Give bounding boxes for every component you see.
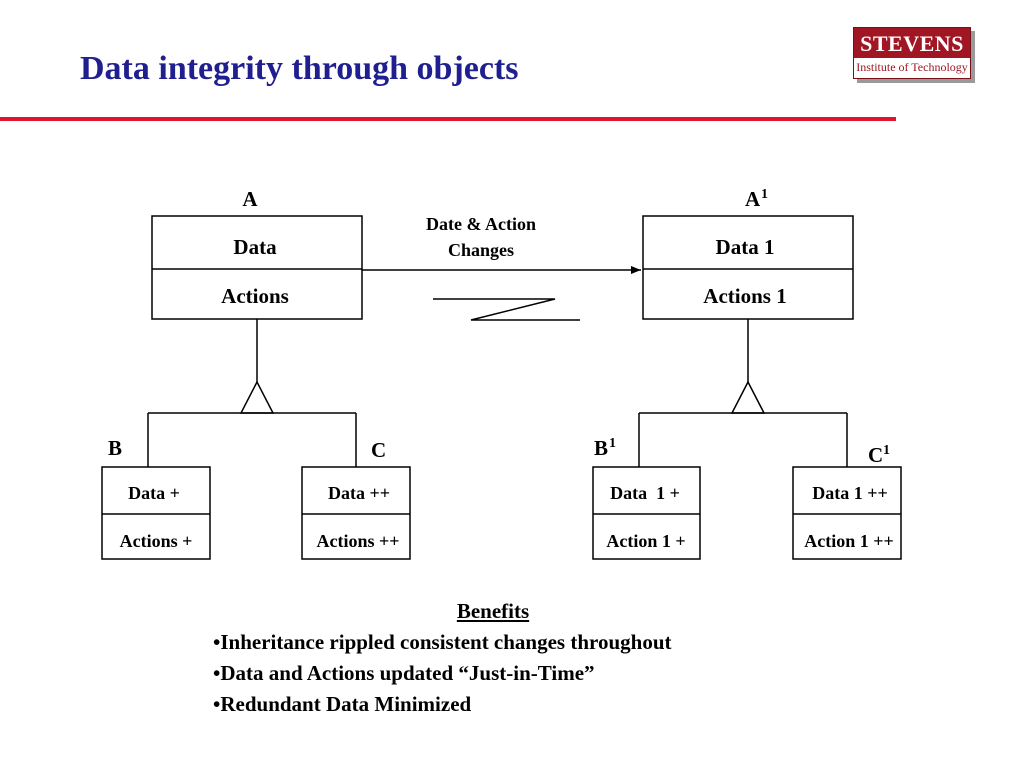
inheritance-triangle-a1 bbox=[730, 380, 766, 414]
class-a1-actions: Actions 1 bbox=[703, 284, 786, 308]
class-b-box bbox=[101, 466, 211, 560]
class-c-label: C bbox=[371, 438, 386, 462]
class-c1-box bbox=[792, 466, 902, 560]
change-symbol bbox=[433, 298, 580, 321]
arrow-label-line2: Changes bbox=[448, 240, 514, 260]
benefits-section: Benefits •Inheritance rippled consistent… bbox=[213, 596, 833, 720]
class-b-actions: Actions + bbox=[120, 531, 193, 551]
class-a-actions: Actions bbox=[221, 284, 289, 308]
class-a1-label: A bbox=[745, 187, 761, 211]
class-b1-box bbox=[592, 466, 701, 560]
class-b1-label: B bbox=[594, 436, 608, 460]
class-b-data: Data + bbox=[128, 483, 180, 503]
benefit-item: •Redundant Data Minimized bbox=[213, 692, 472, 716]
benefits-heading: Benefits bbox=[456, 599, 530, 623]
class-c1-label: C bbox=[868, 443, 883, 467]
logo-name: STEVENS bbox=[854, 28, 970, 58]
class-a1-sup: 1 bbox=[761, 187, 768, 202]
class-c1-actions: Action 1 ++ bbox=[804, 531, 894, 551]
title-divider bbox=[0, 117, 896, 121]
arrow-label-line1: Date & Action bbox=[426, 214, 536, 234]
slide-title: Data integrity through objects bbox=[80, 50, 519, 87]
logo-subtitle: Institute of Technology bbox=[856, 60, 968, 74]
benefit-item: •Inheritance rippled consistent changes … bbox=[213, 630, 672, 654]
class-b-label: B bbox=[108, 436, 122, 460]
class-a-label: A bbox=[242, 187, 258, 211]
class-c-box bbox=[301, 466, 411, 560]
stevens-logo: STEVENS Institute of Technology bbox=[853, 27, 971, 79]
class-b1-actions: Action 1 + bbox=[606, 531, 685, 551]
class-a-data: Data bbox=[233, 235, 277, 259]
benefit-item: •Data and Actions updated “Just-in-Time” bbox=[213, 661, 595, 685]
class-c-data: Data ++ bbox=[328, 483, 390, 503]
class-c1-data: Data 1 ++ bbox=[812, 483, 888, 503]
class-b1-data: Data 1 + bbox=[610, 483, 680, 503]
inheritance-triangle-a bbox=[239, 380, 275, 414]
class-c1-sup: 1 bbox=[883, 443, 890, 458]
class-b1-sup: 1 bbox=[609, 436, 616, 451]
class-c-actions: Actions ++ bbox=[316, 531, 399, 551]
class-a1-data: Data 1 bbox=[716, 235, 775, 259]
